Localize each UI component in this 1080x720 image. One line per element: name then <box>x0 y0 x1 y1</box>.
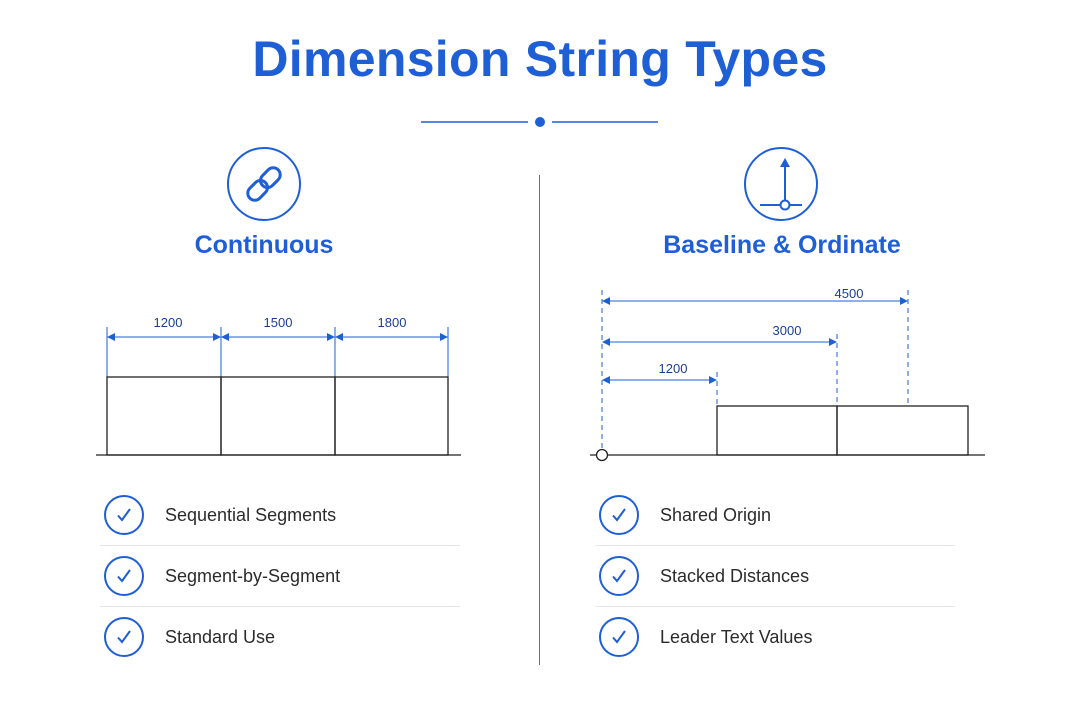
link-icon <box>246 166 282 202</box>
checkmark-icon <box>104 556 144 596</box>
dimension-label: 4500 <box>835 286 864 301</box>
list-item: Shared Origin <box>595 485 955 546</box>
list-item: Sequential Segments <box>100 485 460 546</box>
title-divider-ornament <box>421 117 658 127</box>
feature-label: Shared Origin <box>660 505 772 525</box>
baseline-heading: Baseline & Ordinate <box>663 231 901 259</box>
continuous-diagram: 1200 1500 1800 <box>96 315 461 456</box>
checkmark-icon <box>104 617 144 657</box>
feature-label: Standard Use <box>165 627 276 647</box>
checkmark-icon <box>599 556 639 596</box>
baseline-icon-badge <box>744 147 818 221</box>
checkmark-icon <box>599 617 639 657</box>
feature-label: Segment-by-Segment <box>165 566 341 586</box>
feature-label: Stacked Distances <box>660 566 810 586</box>
feature-label: Leader Text Values <box>660 627 813 647</box>
continuous-heading: Continuous <box>194 231 334 259</box>
list-item: Leader Text Values <box>595 607 955 668</box>
segment-box <box>836 405 969 456</box>
dimension-label: 1800 <box>378 315 407 330</box>
feature-label: Sequential Segments <box>165 505 337 525</box>
continuous-icon-badge <box>227 147 301 221</box>
continuous-feature-list: Sequential Segments Segment-by-Segment S… <box>100 485 460 668</box>
checkmark-icon <box>599 495 639 535</box>
checkmark-icon <box>104 495 144 535</box>
origin-point <box>595 448 609 462</box>
list-item: Standard Use <box>100 607 460 668</box>
list-item: Segment-by-Segment <box>100 546 460 607</box>
page-title: Dimension String Types <box>252 31 828 87</box>
origin-arrow-icon <box>760 158 802 211</box>
list-item: Stacked Distances <box>595 546 955 607</box>
dimension-label: 1200 <box>659 361 688 376</box>
dimension-label: 1500 <box>264 315 293 330</box>
dimension-label: 1200 <box>154 315 183 330</box>
center-divider <box>539 175 540 665</box>
dimension-label: 3000 <box>773 323 802 338</box>
segment-box <box>716 405 838 456</box>
baseline-diagram: 4500 3000 1200 <box>590 286 985 462</box>
baseline-feature-list: Shared Origin Stacked Distances Leader T… <box>595 485 955 668</box>
